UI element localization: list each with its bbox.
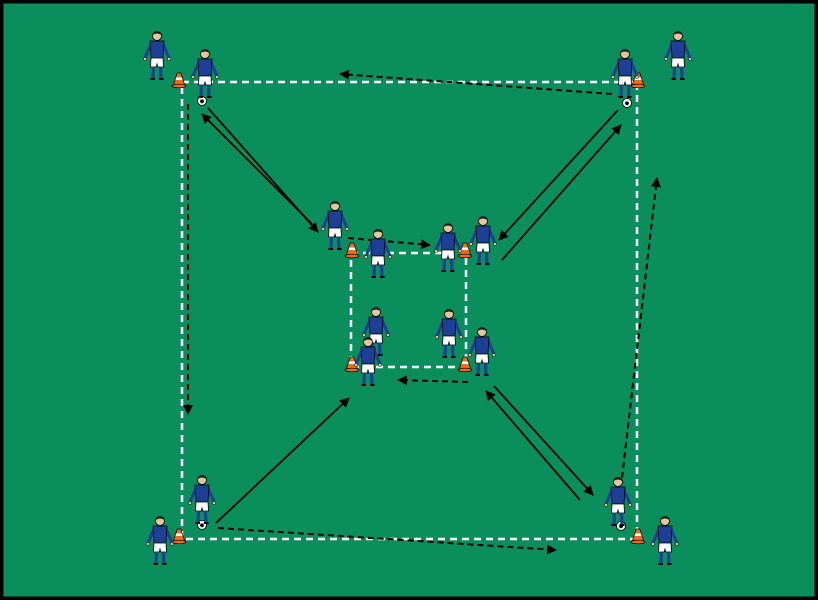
run-arrow <box>397 375 469 386</box>
run-arrow <box>217 527 557 555</box>
pass-arrow <box>215 397 350 524</box>
pass-arrows <box>201 107 622 524</box>
run-arrows <box>183 69 661 555</box>
pass-arrow <box>201 113 313 225</box>
run-arrow <box>621 177 661 479</box>
pass-arrow <box>485 390 581 501</box>
pass-arrow <box>493 385 594 496</box>
run-arrow <box>347 237 431 250</box>
inner-grid-square <box>349 251 468 369</box>
pass-arrow <box>501 124 622 261</box>
run-arrow <box>339 69 613 95</box>
pass-arrow <box>498 109 619 241</box>
soccer-ball-icon <box>622 98 632 108</box>
